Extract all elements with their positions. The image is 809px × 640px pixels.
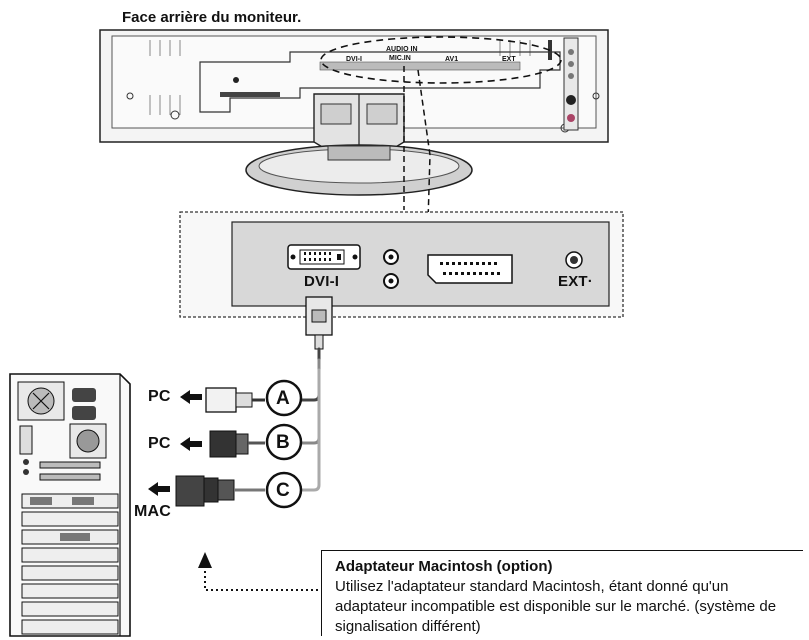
dvi-plug	[305, 296, 333, 350]
dotted-leader	[204, 570, 318, 591]
dvi-port	[287, 244, 361, 270]
diagram-title: Face arrière du moniteur.	[122, 9, 302, 26]
mac-adapter-note: Adaptateur Macintosh (option) Utilisez l…	[321, 550, 803, 636]
scart-port	[427, 254, 513, 284]
connector-b	[209, 430, 265, 458]
letter-b-circle	[265, 423, 303, 461]
target-a-label: PC	[148, 388, 171, 405]
letter-c-circle	[265, 471, 303, 509]
connection-a-letter: A	[276, 388, 290, 409]
note-title: Adaptateur Macintosh (option)	[335, 558, 553, 575]
monitor-dvi-label: DVI-I	[346, 56, 362, 63]
connector-c	[175, 475, 265, 507]
pc-tower	[9, 373, 131, 637]
monitor-ext-label: EXT	[502, 56, 516, 63]
port-highlight-ellipse	[320, 36, 562, 84]
connector-a	[205, 387, 265, 413]
letter-a-circle	[265, 379, 303, 417]
panel-ext-label: EXT·	[558, 273, 593, 290]
up-arrow-icon	[198, 552, 212, 568]
connection-c-letter: C	[276, 480, 290, 501]
arrow-a-icon	[180, 390, 202, 404]
arrow-b-icon	[180, 437, 202, 451]
monitor-audio-in-label: AUDIO IN	[386, 46, 418, 53]
panel-dvi-label: DVI-I	[304, 273, 340, 290]
target-b-label: PC	[148, 435, 171, 452]
target-c-label: MAC	[134, 503, 172, 520]
connection-b-letter: B	[276, 432, 290, 453]
monitor-stand	[245, 93, 473, 196]
monitor-back	[99, 29, 609, 143]
monitor-av1-label: AV1	[445, 56, 459, 63]
cables	[297, 347, 321, 492]
arrows	[148, 390, 202, 496]
port-panel	[179, 211, 624, 318]
note-body: Utilisez l'adaptateur standard Macintosh…	[335, 578, 777, 635]
monitor-mic-in-label: MIC.IN	[389, 55, 411, 62]
arrow-c-icon	[148, 482, 170, 496]
